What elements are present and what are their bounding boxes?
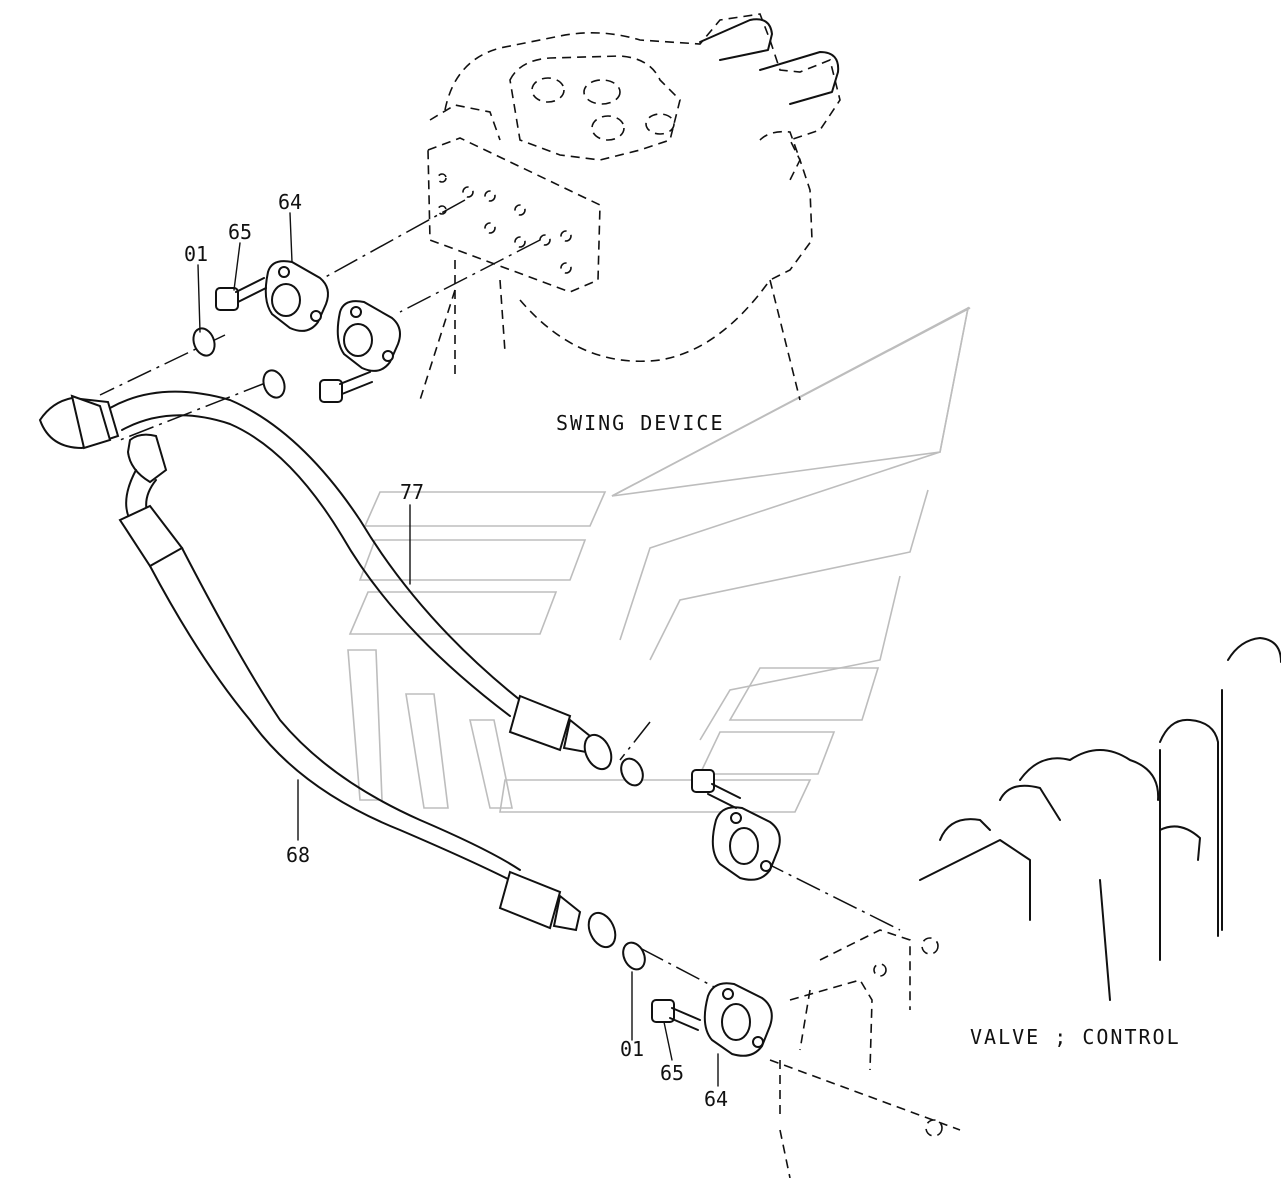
callout-o-ring-top: 01 — [184, 242, 208, 266]
callout-flange-top: 64 — [278, 190, 302, 214]
callout-hose-68: 68 — [286, 843, 310, 867]
callout-o-ring-bottom: 01 — [620, 1037, 644, 1061]
flange-bottom — [703, 982, 773, 1057]
flange-top-2 — [336, 300, 401, 372]
callout-flange-bottom: 64 — [704, 1087, 728, 1111]
center-lines — [99, 199, 901, 991]
hose-68 — [118, 433, 646, 971]
o-ring-top-1 — [192, 327, 216, 357]
watermark-logo — [347, 306, 971, 813]
bolt-bottom — [651, 999, 701, 1031]
callout-bolt-bottom: 65 — [660, 1061, 684, 1085]
bolt-mid — [691, 769, 741, 809]
callout-hose-77: 77 — [400, 480, 424, 504]
control-valve — [769, 637, 1281, 1178]
bolt-top-1 — [215, 277, 267, 311]
bolt-top-2 — [319, 371, 373, 403]
flange-top-1 — [264, 260, 329, 332]
leader-lines — [197, 212, 719, 1087]
callout-bolt-top: 65 — [228, 220, 252, 244]
swing-device — [419, 13, 841, 401]
flange-mid — [711, 806, 781, 881]
caption-swing-device: SWING DEVICE — [556, 411, 725, 435]
o-ring-top-2 — [262, 369, 286, 399]
hose-77 — [38, 390, 644, 787]
caption-control-valve: VALVE ; CONTROL — [970, 1025, 1181, 1049]
